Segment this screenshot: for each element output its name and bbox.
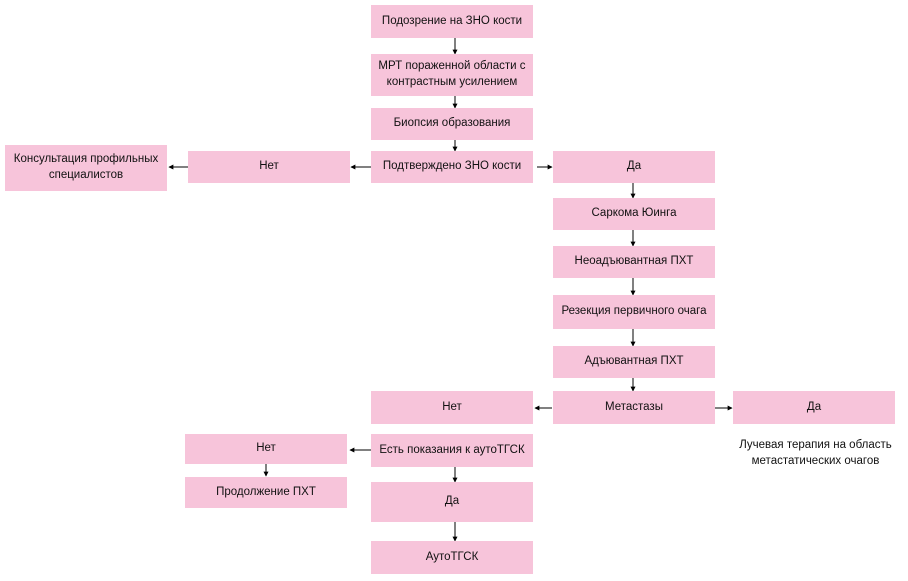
ind-yes-node: Да [371, 482, 533, 522]
autotgsk-indication-node: Есть показания к аутоТГСК [371, 434, 533, 467]
adj-node: Адъювантная ПХТ [553, 346, 715, 378]
suspicion-node: Подозрение на ЗНО кости [371, 5, 533, 38]
no-confirm-node: Нет [188, 151, 350, 183]
radiation-node: Лучевая терапия на область метастатическ… [739, 439, 892, 467]
resection-node: Резекция первичного очага [553, 295, 715, 329]
consult-node: Консультация профильных специалистов [5, 145, 167, 191]
biopsy-node: Биопсия образования [371, 108, 533, 140]
ewing-node: Саркома Юинга [553, 198, 715, 230]
met-yes-node: Да [733, 391, 895, 424]
neoadj-node: Неоадъювантная ПХТ [553, 246, 715, 278]
mri-node: МРТ пораженной области с контрастным уси… [371, 54, 533, 96]
ind-no-node: Нет [185, 434, 347, 464]
autotgsk-node: АутоТГСК [371, 541, 533, 574]
continue-pht-node: Продолжение ПХТ [185, 477, 347, 508]
met-no-node: Нет [371, 391, 533, 424]
confirmed-node: Подтверждено ЗНО кости [371, 151, 533, 183]
metastases-node: Метастазы [553, 391, 715, 424]
yes-confirm-node: Да [553, 151, 715, 183]
